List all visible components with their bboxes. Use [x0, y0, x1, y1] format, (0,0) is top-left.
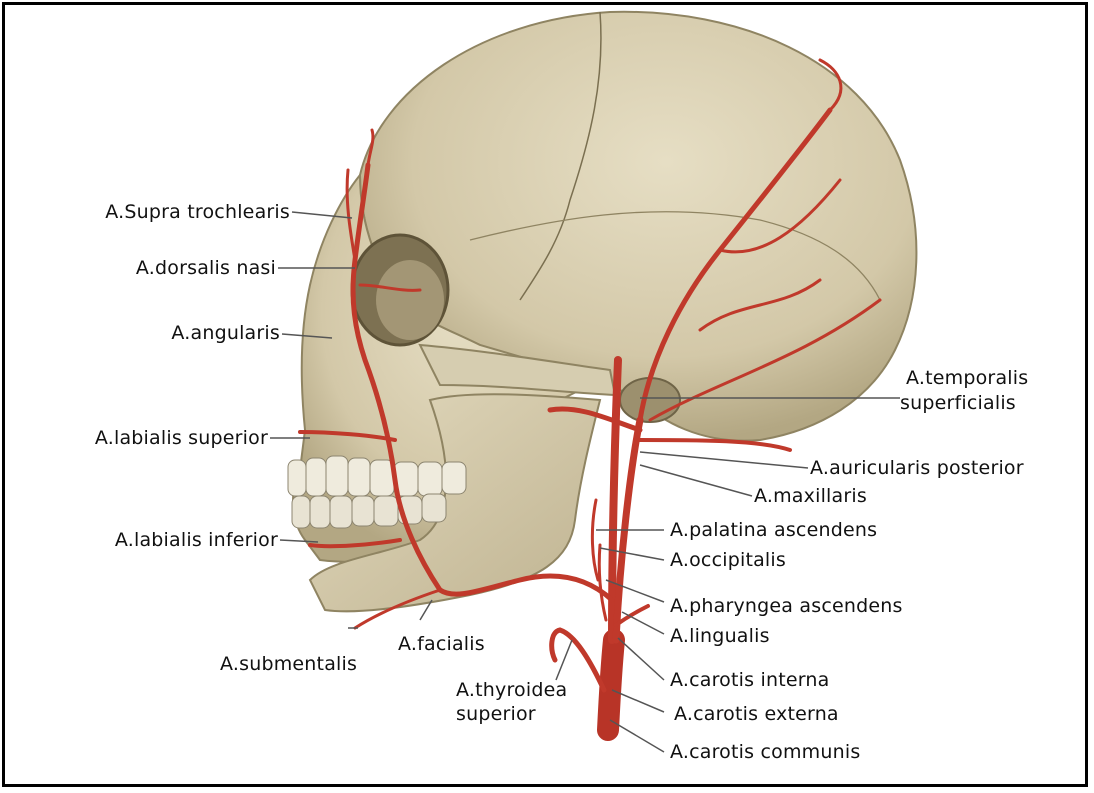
label-labialis-superior: A.labialis superior: [20, 428, 268, 449]
label-thyroidea-superior-line1: A.thyroidea: [456, 680, 567, 701]
label-supratrochlearis: A.Supra trochlearis: [20, 202, 290, 223]
label-submentalis: A.submentalis: [220, 654, 357, 675]
label-carotis-interna: A.carotis interna: [670, 670, 830, 691]
label-facialis: A.facialis: [398, 634, 485, 655]
label-angularis: A.angularis: [20, 323, 280, 344]
label-lingualis: A.lingualis: [670, 626, 770, 647]
label-palatina-ascendens: A.palatina ascendens: [670, 520, 877, 541]
label-occipitalis: A.occipitalis: [670, 550, 786, 571]
label-pharyngea-ascendens: A.pharyngea ascendens: [670, 596, 903, 617]
label-temporalis-line1: A.temporalis: [906, 368, 1028, 389]
label-auricularis-posterior: A.auricularis posterior: [810, 458, 1024, 479]
label-carotis-externa: A.carotis externa: [674, 704, 839, 725]
label-labialis-inferior: A.labialis inferior: [20, 530, 278, 551]
label-maxillaris: A.maxillaris: [754, 486, 867, 507]
label-carotis-communis: A.carotis communis: [670, 742, 860, 763]
label-thyroidea-superior-line2: superior: [456, 704, 536, 725]
label-temporalis-line2: superficialis: [900, 393, 1016, 414]
label-dorsalis-nasi: A.dorsalis nasi: [20, 258, 276, 279]
